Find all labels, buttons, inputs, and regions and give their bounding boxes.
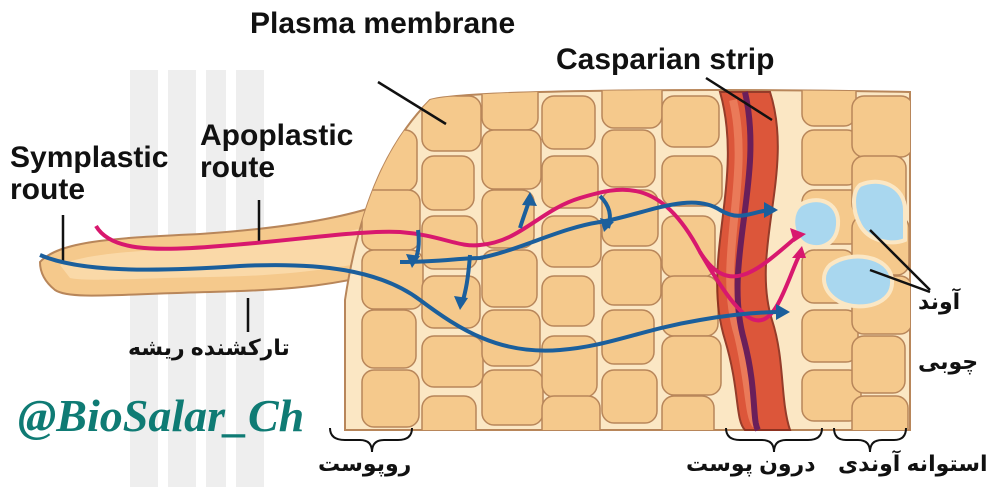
region-braces — [330, 428, 906, 452]
cortex-cell — [802, 310, 858, 362]
cortex-cell — [422, 96, 481, 151]
cortex-cell — [662, 96, 719, 147]
cortex-cell — [602, 70, 662, 128]
cortex-cell — [422, 336, 483, 387]
cortex-cell — [362, 370, 419, 427]
cortex-cell — [852, 396, 908, 452]
cortex-cell — [602, 130, 655, 187]
vascular-cylinder-label: استوانه آوندی — [838, 452, 988, 475]
xylem-label-line2: چوبی — [918, 350, 978, 373]
xylem-label-line1: آوند — [918, 290, 960, 313]
cortex-cell — [662, 216, 715, 277]
cortex-cell — [802, 130, 859, 185]
cortex-cell — [662, 156, 722, 206]
cortex-cell — [542, 96, 595, 149]
root-hair-label: تارکشنده ریشه — [128, 336, 290, 359]
cortex-cell — [542, 396, 600, 456]
cortex-cell — [482, 250, 537, 307]
cortex-cell — [662, 336, 721, 395]
cortex-cell — [602, 250, 661, 305]
cortex-cell — [662, 396, 714, 454]
endodermis-label: درون پوست — [686, 452, 816, 475]
cortex-cell — [802, 70, 856, 126]
cortex-cell — [422, 396, 476, 446]
casparian-strip-label: Casparian strip — [556, 44, 774, 76]
cortex-cell — [542, 276, 594, 326]
cortex-cell — [422, 156, 474, 210]
cortex-cell — [482, 370, 543, 425]
cortex-cell — [482, 310, 540, 366]
cortex-cell — [852, 96, 913, 157]
plasma-membrane-label: Plasma membrane — [250, 8, 515, 40]
apoplastic-route-label: Apoplastic route — [200, 120, 390, 183]
cortex-cell — [362, 310, 416, 368]
cortex-cell — [362, 70, 414, 120]
cortex-cell — [362, 190, 420, 250]
cortex-cell — [852, 336, 905, 393]
watermark-handle: @BioSalar_Ch — [18, 392, 304, 440]
cortex-cell — [482, 70, 538, 130]
cortex-cell — [482, 130, 541, 189]
epidermis-label: روپوست — [318, 452, 411, 475]
cortex-cell — [602, 370, 657, 423]
symplastic-route-label: Symplastic route — [10, 142, 210, 205]
